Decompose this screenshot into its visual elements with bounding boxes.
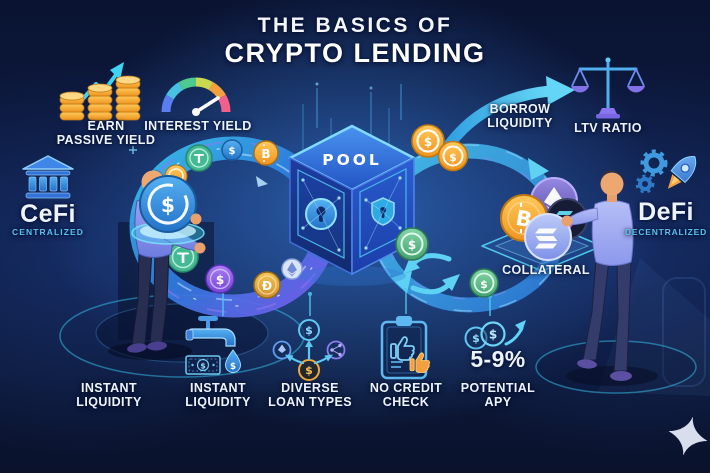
light-streaks	[129, 82, 402, 154]
svg-text:T: T	[178, 251, 188, 267]
potential-apy-label: POTENTIAL APY	[460, 381, 536, 410]
svg-text:$: $	[305, 364, 313, 377]
svg-text:$: $	[489, 328, 497, 342]
gears-rocket-icon	[635, 149, 697, 194]
green-dollar-coins: $ $	[395, 227, 499, 298]
diverse-loan-types-label: DIVERSE LOAN TYPES	[268, 381, 352, 410]
ltv-ratio-label: LTV RATIO	[574, 121, 642, 135]
svg-text:T: T	[195, 152, 204, 166]
vault-lock-left	[297, 169, 345, 259]
faucet-icon: $ $	[185, 316, 242, 375]
svg-text:$: $	[200, 362, 206, 371]
cefi-title: CeFi	[20, 200, 76, 228]
collateral-label: COLLATERAL	[502, 263, 590, 277]
eth-coin-small	[281, 258, 303, 280]
usdc-coin: $	[139, 175, 197, 233]
svg-text:$: $	[449, 151, 457, 164]
rocket-icon	[667, 156, 697, 189]
loan-branch-icon: $ $	[272, 319, 346, 381]
instant-liquidity-label: INSTANT LIQUIDITY	[185, 381, 251, 410]
bank-icon	[22, 155, 74, 199]
dollar-coin-small-blue: $	[221, 139, 243, 161]
borrower-person	[561, 170, 658, 386]
lender-person	[108, 169, 206, 360]
svg-text:$: $	[480, 278, 488, 291]
loop-direction-arrow	[256, 176, 268, 187]
cefi-subtitle: CENTRALIZED	[11, 227, 85, 237]
dollar-coin-purple: $	[205, 264, 235, 294]
coins-growth-icon: $ $	[464, 320, 526, 350]
swap-arrows-icon	[403, 253, 460, 295]
instant-liquidity-left-label: INSTANT LIQUIDITY	[76, 381, 142, 410]
loop-arrowhead-top	[528, 158, 549, 180]
usdt-coin: T	[185, 144, 213, 172]
sparkle-icon	[668, 416, 708, 456]
apy-value: 5-9%	[470, 346, 526, 372]
no-credit-check-label: NO CREDIT CHECK	[369, 381, 443, 410]
sol-coin-light	[524, 213, 572, 261]
svg-text:$: $	[408, 238, 416, 252]
doge-coin: Đ	[253, 271, 281, 299]
dollar-droplet-icon: $	[224, 349, 242, 373]
dollar-bill-icon: $	[185, 355, 221, 375]
clipboard-thumbs-up-icon	[380, 316, 430, 380]
svg-text:$: $	[424, 135, 432, 149]
vault-lock-right	[359, 168, 407, 258]
collateral-coins: B	[481, 177, 603, 272]
defi-title: DeFi	[638, 198, 694, 226]
svg-text:$: $	[229, 146, 236, 157]
thumbs-up-filled-icon	[409, 352, 430, 373]
right-backdrop-panel	[662, 277, 706, 387]
page-title-line2: CRYPTO LENDING	[224, 38, 486, 68]
coin-stacks-growth-icon	[59, 62, 141, 121]
btc-coin-small: B	[253, 140, 279, 166]
svg-text:$: $	[216, 273, 224, 287]
svg-text:$: $	[161, 193, 175, 217]
loop-arrowhead-bottom	[391, 271, 412, 293]
interest-gauge-icon	[161, 77, 231, 116]
gold-dollar-coins: $ $	[411, 124, 469, 172]
svg-text:$: $	[305, 324, 313, 337]
borrow-liquidity-label: BORROW LIQUIDITY	[487, 102, 553, 131]
defi-subtitle: DECENTRALIZED	[624, 227, 708, 237]
scales-icon	[571, 57, 645, 119]
thumbs-up-outline-icon	[390, 336, 415, 361]
pool-label: POOL	[322, 151, 382, 169]
borrow-arrow-icon	[438, 76, 575, 158]
usdc-coin-tray: $	[131, 175, 205, 245]
svg-text:$: $	[472, 332, 480, 345]
svg-text:Đ: Đ	[262, 279, 272, 293]
earn-passive-yield-label: EARN PASSIVE YIELD	[56, 119, 156, 148]
page-title-line1: THE BASICS OF	[257, 14, 453, 37]
svg-text:B: B	[261, 147, 270, 161]
svg-text:$: $	[230, 362, 236, 372]
interest-yield-label: INTEREST YIELD	[144, 119, 252, 133]
